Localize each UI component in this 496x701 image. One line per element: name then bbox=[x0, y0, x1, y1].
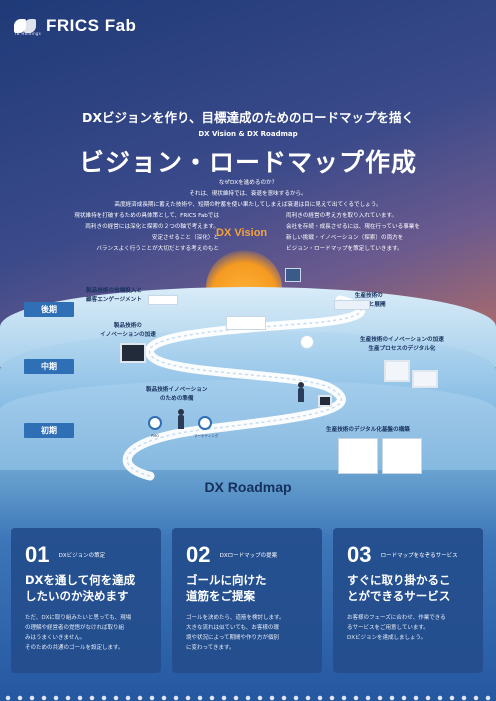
figure-label-pmo: PMO bbox=[151, 434, 159, 438]
person-figure-mid bbox=[298, 382, 304, 402]
card-heading: ゴールに向けた道筋をご提案 bbox=[186, 573, 267, 603]
card-number: 03 bbox=[347, 542, 372, 567]
dx-roadmap-label: DX Roadmap bbox=[204, 479, 292, 495]
card-heading: すぐに取り掛かることができるサービス bbox=[347, 573, 451, 603]
production-line-illustration bbox=[334, 300, 370, 310]
factory-illustration bbox=[285, 268, 301, 282]
phase-mid: 中期 bbox=[24, 359, 74, 374]
card-tag: DXビジョンの策定 bbox=[58, 553, 106, 559]
card-number: 01 bbox=[25, 542, 50, 567]
card-01: 01 DXビジョンの策定 DXを通して何を達成したいのか決めます ただ、DXに取… bbox=[11, 528, 161, 673]
card-body: ゴールを決めたら、道筋を検討します。大きな流れは似ていても、お客様の環境や状況に… bbox=[186, 615, 285, 651]
anno-digital-base: 生産技術のデジタル化基盤の構築 bbox=[326, 427, 410, 433]
card-02: 02 DXロードマップの提案 ゴールに向けた道筋をご提案 ゴールを決めたら、道筋… bbox=[172, 528, 322, 673]
office-illustration bbox=[226, 316, 266, 330]
device-card-left-illustration bbox=[338, 438, 378, 474]
figure-label-marketing: マーケティング bbox=[194, 434, 219, 438]
card-tag: ロードマップをなぞるサービス bbox=[380, 553, 458, 559]
analytics-screen-2-illustration bbox=[412, 370, 438, 388]
card-number: 02 bbox=[186, 542, 211, 567]
roadmap-road bbox=[122, 295, 366, 481]
card-tag: DXロードマップの提案 bbox=[219, 553, 278, 559]
intro-left: 現状維持を打破するための具体策として、FRICS Fabでは 両利きの経営には深… bbox=[74, 213, 219, 252]
market-display-illustration bbox=[148, 295, 178, 305]
anno-market: 製品技術の市場投入と顧客エンゲージメント bbox=[86, 288, 142, 303]
card-body: ただ、DXに取り組みたいと思っても、現場の理解や経営者の覚悟がなければ取り組みは… bbox=[25, 615, 132, 651]
subhead: DX Vision & DX Roadmap bbox=[198, 130, 298, 138]
decorative-dots bbox=[0, 691, 496, 701]
mini-screen-illustration bbox=[318, 395, 332, 407]
person-figure bbox=[178, 409, 184, 429]
anno-prod-innov: 生産技術のイノベーションの加速生産プロセスのデジタル化 bbox=[360, 337, 444, 352]
intro-right: 両利きの経営の考え方を取り入れています。 会社を存続・成長させるには、現在行って… bbox=[286, 213, 420, 252]
page-title: ビジョン・ロードマップ作成 bbox=[78, 148, 417, 177]
avatar-marketing bbox=[198, 416, 212, 430]
brand-name: FRICS Fab bbox=[46, 16, 137, 35]
headline: DXビジョンを作り、目標達成のためのロードマップを描く bbox=[81, 110, 414, 125]
phase-late: 後期 bbox=[24, 302, 74, 317]
dx-vision-label: DX Vision bbox=[216, 227, 268, 239]
brain-illustration bbox=[300, 335, 314, 349]
avatar-pmo bbox=[148, 416, 162, 430]
logo-mark-icon bbox=[14, 19, 38, 33]
phase-early: 初期 bbox=[24, 423, 74, 438]
intro-center: なぜDXを進めるのか？ それは、現状維持では、衰退を意味するから。 高度経済成長… bbox=[114, 180, 382, 208]
brand-holdings: TB Holdings bbox=[14, 31, 42, 36]
anno-innovation-accel: 製品技術のイノベーションの加速 bbox=[100, 323, 156, 338]
analytics-screen-illustration bbox=[384, 360, 410, 382]
card-body: お客様のフェーズに合わせ、作業できるるサービスをご用意しています。DXビジョンを… bbox=[347, 615, 446, 641]
anno-innovation-prep: 製品技術イノベーションのための準備 bbox=[146, 387, 208, 402]
card-heading: DXを通して何を達成したいのか決めます bbox=[25, 573, 136, 603]
card-03: 03 ロードマップをなぞるサービス すぐに取り掛かることができるサービス お客様… bbox=[333, 528, 483, 673]
innovation-screen-illustration bbox=[120, 343, 146, 363]
brand-logo: FRICS Fab bbox=[14, 16, 136, 36]
device-card-right-illustration bbox=[382, 438, 422, 474]
